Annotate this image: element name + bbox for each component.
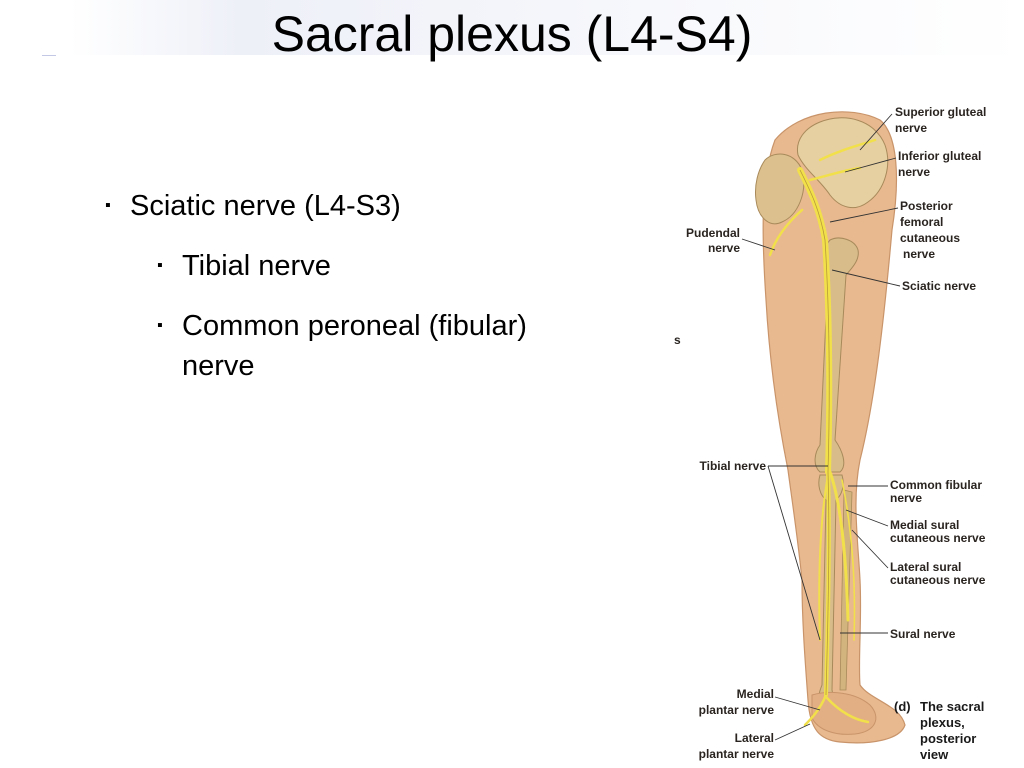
label-lateral-plantar: Lateral plantar nerve (699, 731, 775, 761)
label-line: cutaneous (900, 231, 960, 245)
bullet-item: ▪ Tibial nerve (157, 246, 625, 286)
label-line: nerve (903, 247, 935, 261)
label-line: nerve (708, 241, 740, 255)
label-line: nerve (898, 165, 930, 179)
slide-title: Sacral plexus (L4-S4) (271, 6, 753, 62)
sacral-plexus-illustration: Superior gluteal nerve Inferior gluteal … (674, 105, 986, 762)
stray-glyph: s (674, 333, 681, 347)
caption-line: view (920, 747, 949, 762)
label-tibial: Tibial nerve (700, 459, 767, 473)
label-medial-sural: Medial sural cutaneous nerve (890, 518, 986, 545)
label-medial-plantar: Medial plantar nerve (699, 687, 775, 717)
label-line: plantar nerve (699, 703, 775, 717)
bullet-marker: ▪ (157, 257, 163, 274)
bullet-list: ▪ Sciatic nerve (L4-S3) ▪ Tibial nerve ▪… (105, 186, 625, 386)
label-pudendal: Pudendal nerve (686, 226, 740, 255)
bullet-marker: ▪ (105, 197, 111, 214)
label-lateral-sural: Lateral sural cutaneous nerve (890, 560, 986, 587)
bullet-marker: ▪ (157, 317, 163, 334)
label-line: femoral (900, 215, 943, 229)
label-superior-gluteal: Superior gluteal nerve (895, 105, 986, 135)
label-line: cutaneous nerve (890, 531, 986, 545)
bullet-text: Common peroneal (fibular) nerve (182, 310, 527, 382)
label-line: Lateral sural (890, 560, 961, 574)
bullet-item: ▪ Sciatic nerve (L4-S3) (105, 186, 625, 226)
caption-line: The sacral (920, 699, 984, 714)
caption-line: plexus, (920, 715, 965, 730)
label-common-fibular: Common fibular nerve (890, 478, 982, 505)
bullet-item: ▪ Common peroneal (fibular) nerve (157, 306, 602, 386)
pelvis-bone (796, 117, 889, 209)
label-sural: Sural nerve (890, 627, 956, 641)
label-line: Medial sural (890, 518, 959, 532)
bullet-text: Sciatic nerve (L4-S3) (130, 190, 401, 222)
label-line: Common fibular (890, 478, 982, 492)
label-inferior-gluteal: Inferior gluteal nerve (898, 149, 981, 179)
label-line: Inferior gluteal (898, 149, 981, 163)
label-line: Medial (737, 687, 774, 701)
nerve-outlines (799, 169, 830, 696)
caption-letter: (d) (894, 699, 911, 714)
leader-lines (741, 113, 901, 741)
label-line: Lateral (735, 731, 774, 745)
title-bar (0, 0, 1024, 55)
sacrum-bone (755, 153, 805, 225)
caption-line: posterior (920, 731, 976, 746)
label-line: Superior gluteal (895, 105, 986, 119)
label-line: nerve (895, 121, 927, 135)
bullet-text: Tibial nerve (182, 250, 331, 282)
label-line: cutaneous nerve (890, 573, 986, 587)
figure-caption: (d) The sacral plexus, posterior view (894, 699, 984, 762)
label-sciatic: Sciatic nerve (902, 279, 976, 293)
label-line: Posterior (900, 199, 953, 213)
label-line: plantar nerve (699, 747, 775, 761)
label-line: nerve (890, 491, 922, 505)
label-posterior-femoral: Posterior femoral cutaneous nerve (900, 199, 960, 261)
label-line: Pudendal (686, 226, 740, 240)
